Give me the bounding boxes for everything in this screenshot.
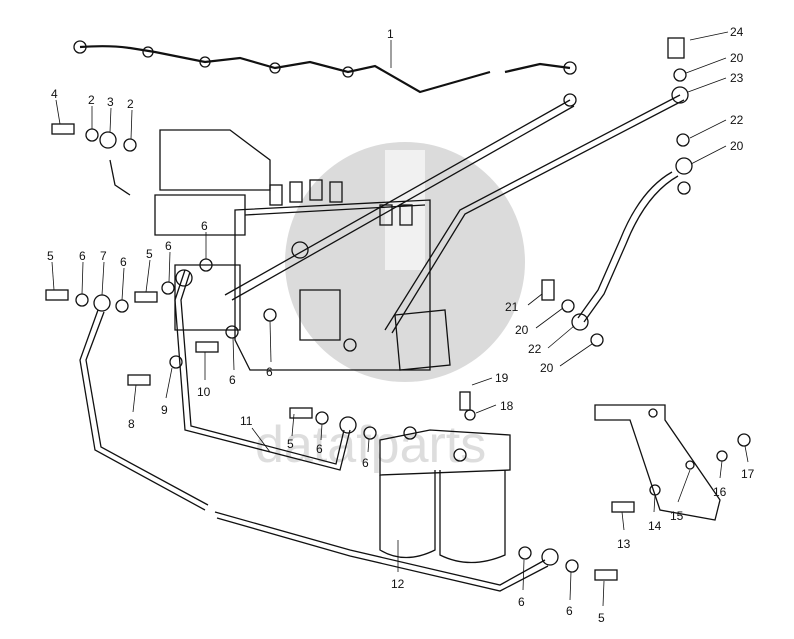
callout-label: 4 xyxy=(51,87,58,101)
callout-label: 6 xyxy=(316,442,323,456)
fuel-return-line xyxy=(73,40,577,94)
callout-label: 6 xyxy=(120,255,127,269)
callout-label: 6 xyxy=(566,604,573,618)
fuel-supply-pipes xyxy=(224,93,685,334)
injection-pump-assembly xyxy=(154,129,451,371)
watermark-text: datafparts xyxy=(255,416,486,474)
callout-label: 5 xyxy=(598,611,605,625)
callout-label: 8 xyxy=(128,417,135,431)
callout-label: 12 xyxy=(391,577,405,591)
callout-label: 18 xyxy=(500,399,514,413)
callout-label: 5 xyxy=(287,437,294,451)
callout-label: 16 xyxy=(713,485,727,499)
callout-label: 7 xyxy=(100,249,107,263)
callout-label: 20 xyxy=(515,323,529,337)
callout-label: 6 xyxy=(79,249,86,263)
callout-label: 10 xyxy=(197,385,211,399)
callout-label: 15 xyxy=(670,509,684,523)
watermark: datafparts xyxy=(255,142,525,474)
callout-label: 5 xyxy=(146,247,153,261)
callout-label: 9 xyxy=(161,403,168,417)
callout-label: 6 xyxy=(165,239,172,253)
callout-label: 22 xyxy=(528,342,542,356)
callout-label: 6 xyxy=(518,595,525,609)
callout-label: 5 xyxy=(47,249,54,263)
callout-label: 23 xyxy=(730,71,744,85)
callout-label: 6 xyxy=(266,365,273,379)
callout-label: 11 xyxy=(240,414,253,428)
callout-label: 1 xyxy=(387,27,394,41)
callout-label: 19 xyxy=(495,371,509,385)
callout-label: 21 xyxy=(505,300,519,314)
callout-label: 2 xyxy=(127,97,134,111)
callout-label: 6 xyxy=(229,373,236,387)
callout-label: 3 xyxy=(107,95,114,109)
callout-label: 6 xyxy=(362,456,369,470)
filter-bracket xyxy=(594,404,721,521)
callout-label: 2 xyxy=(88,93,95,107)
callout-label: 17 xyxy=(741,467,755,481)
fasteners xyxy=(45,37,751,581)
callout-label: 20 xyxy=(540,361,554,375)
callout-labels: 1 24 20 23 4 2 3 2 22 20 5 6 7 6 5 6 6 2… xyxy=(47,25,755,625)
callout-label: 20 xyxy=(730,51,744,65)
callout-label: 22 xyxy=(730,113,744,127)
left-fuel-lines xyxy=(79,159,549,592)
callout-label: 13 xyxy=(617,537,631,551)
callout-label: 20 xyxy=(730,139,744,153)
callout-label: 24 xyxy=(730,25,744,39)
callout-label: 14 xyxy=(648,519,662,533)
callout-label: 6 xyxy=(201,219,208,233)
fuel-filter-assembly xyxy=(379,426,511,564)
